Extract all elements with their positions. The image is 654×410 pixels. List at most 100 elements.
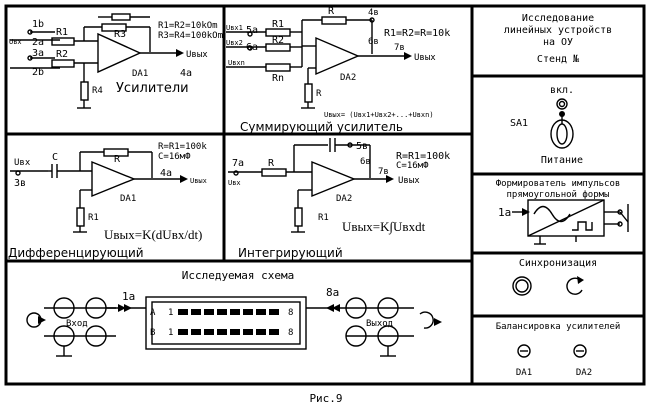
int-input-pin: 7a — [232, 158, 244, 169]
schema-output-label: Выход — [366, 319, 393, 329]
diff-formula: Uвых=K(dUвх/dt) — [104, 227, 202, 242]
sum-input-1: Uвх1 — [226, 24, 243, 32]
power-switch-label: SA1 — [510, 118, 528, 129]
sum-input-2: Uвх2 — [226, 39, 243, 47]
amp-values-2: R3=R4=100kOm — [158, 31, 223, 41]
balance-knob-da2[interactable] — [573, 344, 587, 358]
schema-right-pin: 8a — [326, 286, 339, 299]
balance-title: Балансировка усилителей — [496, 322, 621, 332]
amp-input-label: Uвх — [9, 38, 22, 46]
sum-opamp-da2 — [315, 36, 360, 76]
sum-output-label: Uвых — [414, 53, 436, 63]
int-formula: Uвых=K∫Uвхdt — [342, 219, 426, 235]
schema-row-b-pins — [178, 329, 279, 335]
power-on-label: вкл. — [550, 85, 574, 96]
balance-da1-label: DA1 — [516, 368, 532, 378]
int-pin-6v: 6в — [360, 157, 371, 167]
sum-r2-label: R2 — [272, 35, 284, 46]
right-panel: Исследование линейных устройств на ОУ Ст… — [496, 13, 629, 378]
sum-pin-5a: 5a — [246, 25, 258, 36]
sum-r1-label: R1 — [272, 19, 284, 30]
diff-values-1: R=R1=100k — [158, 142, 207, 152]
schema-row-a-start: 1 — [168, 308, 173, 318]
schema-row-a-label: А — [150, 308, 156, 318]
amp-r3-label: R3 — [114, 29, 126, 40]
schema-row-a-pins — [178, 309, 279, 315]
amp-resistor-r2 — [51, 59, 75, 68]
diff-output-pin: 4a — [160, 168, 172, 179]
panel-title-3: на ОУ — [543, 37, 573, 48]
amp-values-1: R1=R2=10kOm — [158, 21, 218, 31]
summing-panel: Uвх1 Uвх2 Uвхn 5a 6a 4в 6в 7в R1 R2 Rn R… — [226, 6, 450, 134]
amp-input-2b: 2b — [32, 67, 44, 78]
diff-values-2: C=16мФ — [158, 152, 191, 162]
pulse-generator-block — [512, 199, 629, 245]
sum-rn-label: Rn — [272, 73, 284, 84]
sum-values: R1=R2=R=10k — [384, 28, 450, 39]
int-cap-pin: 5в — [356, 141, 368, 152]
amp-r4-label: R4 — [92, 86, 103, 96]
sync-connector[interactable] — [512, 276, 532, 296]
diff-capacitor-label: C — [52, 152, 58, 163]
sum-pin-6v: 6в — [368, 37, 379, 47]
schema-row-b-label: В — [150, 328, 155, 338]
amp-opamp-label: DA1 — [132, 69, 148, 79]
panel-title-2: линейных устройств — [504, 24, 612, 36]
schema-left-pin: 1a — [122, 290, 135, 303]
sum-resistor-rn — [265, 63, 291, 72]
sync-knob[interactable] — [566, 276, 584, 295]
outer-frames — [4, 4, 646, 386]
schema-socket — [145, 296, 307, 350]
pulse-title-2: прямоугольной формы — [507, 190, 610, 200]
schema-title: Исследуемая схема — [182, 269, 295, 282]
int-r1-label: R1 — [318, 213, 329, 223]
amp-resistor-r4 — [80, 81, 89, 101]
diff-input-label: Uвх — [14, 158, 31, 168]
int-r-label: R — [268, 158, 275, 169]
sum-rf-label: R — [328, 6, 335, 17]
sum-opamp-label: DA2 — [340, 73, 356, 83]
schema-panel: Исследуемая схема 1a Вход А В 1 8 1 8 — [26, 269, 442, 357]
amp-output-pin: 4a — [180, 68, 192, 79]
power-lamp — [556, 98, 568, 110]
int-output-label: Uвых — [398, 176, 420, 186]
sum-formula: Uвых= (Uвх1+Uвх2+...+Uвхn) — [324, 111, 434, 119]
amp-input-1b: 1b — [32, 19, 44, 30]
sum-pin-6a: 6a — [246, 42, 258, 53]
schema-left-connectors — [26, 297, 146, 357]
amplifier-panel: 1b 2a 3a 2b Uвх R1 R2 R3 R4 R1=R2=10kOm … — [9, 13, 223, 109]
panel-title-1: Исследование — [522, 13, 594, 24]
schema-input-label: Вход — [66, 319, 88, 329]
sum-pin-7v: 7в — [394, 43, 405, 53]
amp-resistor-r1 — [51, 37, 75, 46]
panel-stand: Стенд № — [537, 54, 580, 65]
sum-input-n: Uвхn — [228, 59, 245, 67]
amp-r2-label: R2 — [56, 49, 68, 60]
schema-right-connectors — [306, 297, 442, 357]
int-pin-7v: 7в — [378, 167, 389, 177]
diff-r-label: R — [114, 154, 121, 165]
pulse-pin: 1a — [498, 206, 511, 219]
sync-title: Синхронизация — [519, 258, 597, 269]
int-input-label: Uвх — [228, 179, 241, 187]
amp-input-2a: 2a — [32, 37, 44, 48]
balance-knob-da1[interactable] — [517, 344, 531, 358]
int-opamp-label: DA2 — [336, 194, 352, 204]
power-toggle-switch[interactable] — [550, 111, 574, 149]
amp-r1-label: R1 — [56, 27, 68, 38]
amp-output-label: Uвых — [186, 50, 208, 60]
diff-opamp-label: DA1 — [120, 194, 136, 204]
int-title: Интегрирующий — [238, 246, 343, 260]
figure-caption: Рис.9 — [309, 392, 342, 405]
diff-r1-label: R1 — [88, 213, 99, 223]
balance-da2-label: DA2 — [576, 368, 592, 378]
amp-opamp-da1 — [97, 32, 142, 74]
amp-input-3a: 3a — [32, 48, 44, 59]
pulse-title-1: Формирователь импульсов — [496, 179, 621, 189]
sum-rg-label: R — [316, 89, 322, 99]
diff-opamp-da1 — [91, 160, 136, 198]
sum-pin-4v: 4в — [368, 8, 379, 18]
diff-input-pin: 3в — [14, 178, 26, 189]
schema-row-b-start: 1 — [168, 328, 173, 338]
